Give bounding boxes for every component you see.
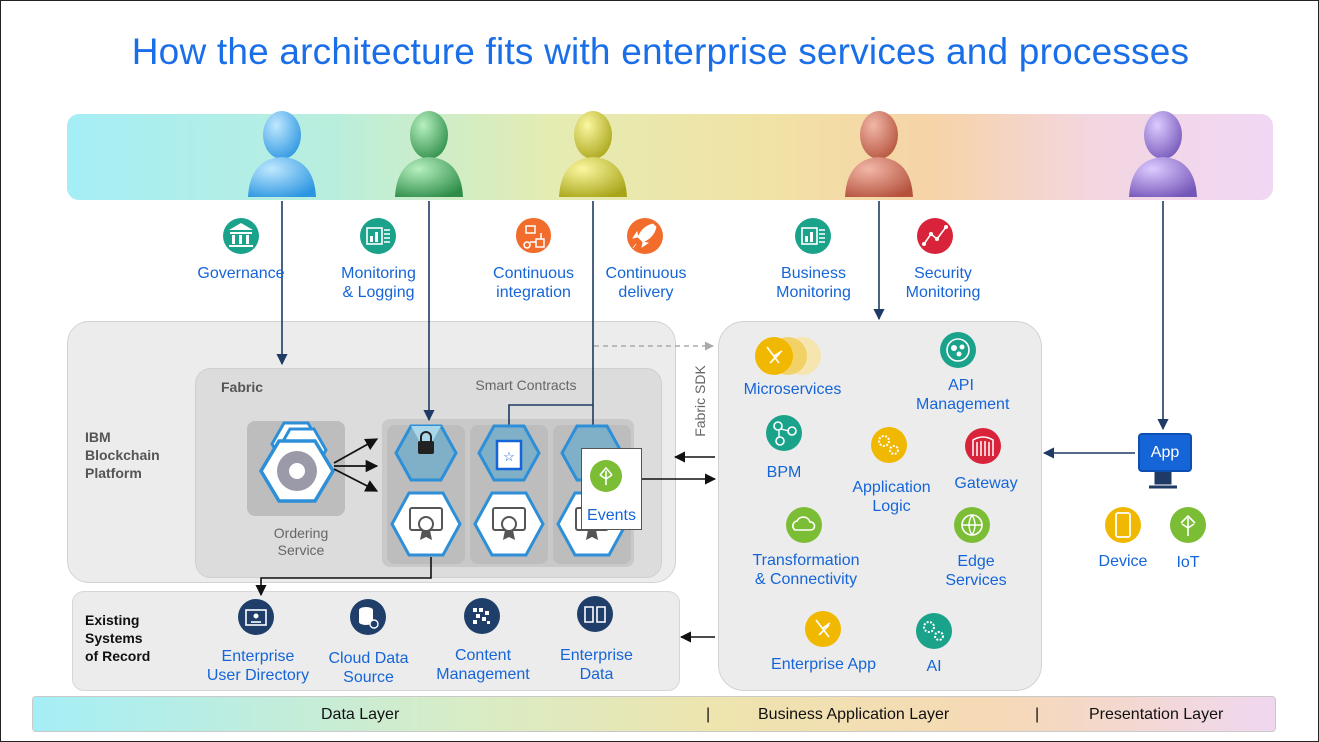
fabric-sdk-label-wrap: Fabric SDK bbox=[691, 351, 709, 451]
monitoring-logging-icon bbox=[360, 218, 396, 254]
presentation-layer-label: Presentation Layer bbox=[1089, 706, 1224, 723]
enterprise-app-icon bbox=[805, 611, 841, 647]
edge-services-icon bbox=[954, 507, 990, 543]
transformation-icon bbox=[786, 507, 822, 543]
monitor-icon bbox=[1149, 471, 1177, 489]
layer-separator-2: | bbox=[1035, 706, 1040, 723]
user-directory-icon bbox=[238, 599, 274, 635]
gateway-label: Gateway bbox=[954, 475, 1018, 492]
persona-operations-icon bbox=[395, 111, 463, 197]
svg-text:☆: ☆ bbox=[503, 449, 515, 464]
enterprise-data-icon bbox=[577, 596, 613, 632]
fabric-sdk-label: Fabric SDK bbox=[692, 365, 708, 437]
continuous-integration-icon bbox=[516, 218, 551, 253]
layer-bar bbox=[32, 696, 1276, 732]
business-monitoring-icon bbox=[795, 218, 831, 254]
business-application-panel bbox=[718, 321, 1042, 691]
bpm-icon bbox=[766, 415, 802, 451]
star-peer-icon: ☆ bbox=[477, 424, 541, 482]
device-icon bbox=[1105, 507, 1141, 543]
microservices-icon bbox=[755, 337, 821, 375]
monitoring-logging-label: Monitoring& Logging bbox=[341, 265, 416, 301]
bpm-label: BPM bbox=[766, 464, 802, 481]
enterprise-app-label: Enterprise App bbox=[771, 656, 876, 673]
persona-end-user-icon bbox=[1129, 111, 1197, 197]
persona-governance-icon bbox=[248, 111, 316, 197]
business-layer-label: Business Application Layer bbox=[758, 706, 950, 723]
persona-developer-icon bbox=[559, 111, 627, 197]
events-box-graphic bbox=[590, 460, 622, 492]
ai-label: AI bbox=[926, 658, 942, 675]
fabric-label: Fabric bbox=[221, 379, 264, 395]
governance-label: Governance bbox=[197, 265, 285, 282]
slide-title: How the architecture fits with enterpris… bbox=[131, 31, 1190, 72]
data-layer-label: Data Layer bbox=[321, 706, 400, 723]
events-label: Events bbox=[587, 507, 636, 524]
persona-business-icon bbox=[845, 111, 913, 197]
certificate-icon-1 bbox=[390, 491, 462, 557]
smart-contracts-label: Smart Contracts bbox=[475, 377, 577, 393]
api-management-icon bbox=[940, 332, 976, 368]
governance-icon bbox=[223, 218, 259, 254]
gateway-icon bbox=[965, 428, 1001, 464]
continuous-delivery-icon bbox=[627, 218, 663, 254]
content-management-icon bbox=[464, 598, 500, 634]
security-monitoring-icon bbox=[917, 218, 953, 254]
device-label: Device bbox=[1098, 553, 1148, 570]
certificate-icon-2 bbox=[473, 491, 545, 557]
layer-separator-1: | bbox=[706, 706, 711, 723]
iot-icon bbox=[1170, 507, 1206, 543]
app-box: App bbox=[1138, 433, 1192, 472]
lock-peer-icon bbox=[394, 424, 458, 482]
ai-icon bbox=[916, 613, 952, 649]
microservices-label: Microservices bbox=[743, 381, 842, 398]
cloud-data-source-icon bbox=[350, 599, 386, 635]
transformation-label: Transformation& Connectivity bbox=[752, 552, 860, 588]
application-logic-icon bbox=[871, 427, 907, 463]
ordering-service-icon bbox=[258, 421, 336, 503]
iot-label: IoT bbox=[1176, 554, 1200, 571]
